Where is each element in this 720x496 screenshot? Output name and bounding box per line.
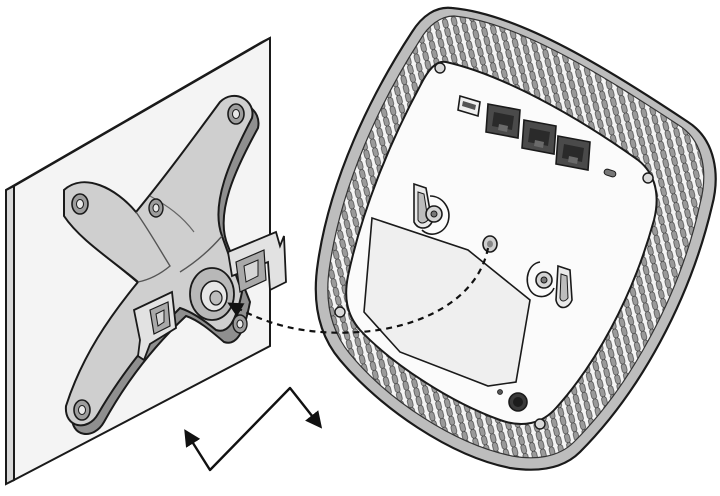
mounting-bracket: [63, 95, 287, 435]
ethernet-port-3-icon: [555, 135, 591, 171]
corner-screw-right: [642, 172, 654, 184]
screw-hole-center: [148, 198, 164, 218]
reset-button-icon: [508, 392, 528, 412]
usb-port-icon: [457, 94, 481, 118]
keyhole-slot-upper-icon: [413, 182, 450, 235]
mounting-stud-target-icon: [482, 235, 498, 253]
bracket-face: [63, 95, 254, 427]
wall-side-edge: [5, 184, 15, 486]
screw-hole-bottom: [73, 399, 91, 421]
screw-hole-top: [227, 103, 245, 125]
screw-hole-left: [71, 193, 89, 215]
label-area: [363, 216, 531, 387]
led-dot-icon: [497, 389, 503, 395]
screw-hole-right: [232, 314, 248, 334]
corner-screw-top-left: [434, 62, 446, 74]
rotate-to-lock-arrow: [184, 386, 323, 472]
ethernet-port-1-icon: [485, 103, 521, 139]
ethernet-port-2-icon: [521, 119, 557, 155]
corner-screw-left: [334, 306, 346, 318]
indicator-slot-icon: [603, 168, 617, 178]
access-point: [314, 6, 717, 471]
bracket-hub: [189, 267, 235, 321]
keyhole-slot-lower-icon: [526, 261, 573, 309]
rail-clip-upper: [226, 230, 287, 293]
corner-screw-bottom: [534, 418, 546, 430]
rail-clip-lower: [132, 290, 177, 362]
